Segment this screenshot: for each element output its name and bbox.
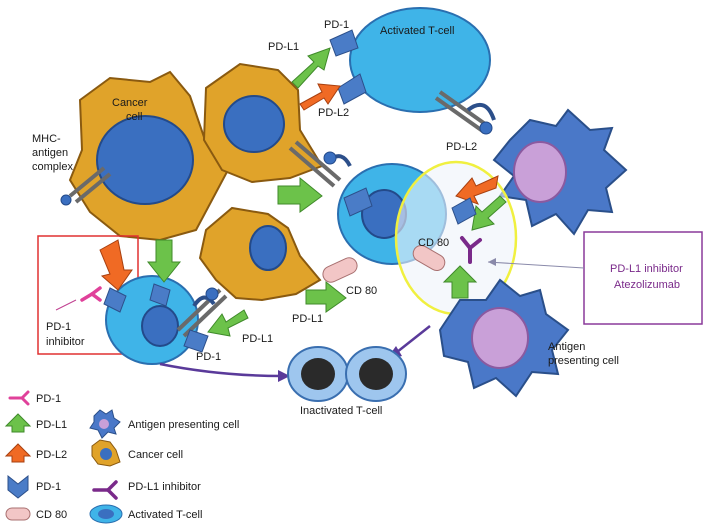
legend-right-label-2: PD-L1 inhibitor <box>128 481 201 493</box>
pd1-receptor-bottom-3 <box>183 329 209 353</box>
cancer-cell-label-1: Cancer <box>112 97 148 109</box>
pdl1-arrow-bottom <box>305 280 347 313</box>
legend-symbol-pdl2 <box>4 443 32 463</box>
pd1-receptor-bottom-1 <box>103 287 127 313</box>
pdl1-arrow-right <box>471 195 507 231</box>
legend-symbol-apc <box>89 409 121 439</box>
activated-tcell-top: Activated T-cell <box>349 7 491 113</box>
pdl1-arrow-low <box>207 309 249 337</box>
arrow-tcell-to-inactive-head <box>278 370 290 382</box>
arrow-tcell-to-inactive <box>159 362 283 378</box>
pd1-low-label: PD-1 <box>196 351 221 363</box>
apc-top-right <box>492 108 628 236</box>
legend-label-3: PD-1 <box>36 481 61 493</box>
pdl1-arrow-mid <box>277 176 323 213</box>
legend-right-label-0: Antigen presenting cell <box>128 419 239 431</box>
legend-symbol-pd1 <box>7 474 29 499</box>
cancer-cell-bottom <box>198 206 322 302</box>
pd1-receptor-bottom-2 <box>149 283 171 307</box>
pdl2-top-label: PD-L2 <box>318 107 349 119</box>
legend-right-label-3: Activated T-cell <box>128 509 202 521</box>
legend-symbol-cd80 <box>5 507 31 521</box>
cd80-right <box>412 245 446 271</box>
legend-symbol-pdl1-inhibitor <box>92 480 118 500</box>
pd1-receptor-top-1 <box>329 29 359 57</box>
pdl1-arrow-down <box>146 239 182 283</box>
legend: PD-1 PD-L1 PD-L2 PD-1 CD 80 Antigen pres… <box>4 390 239 524</box>
cd80-mid <box>322 257 358 283</box>
activated-tcell-bottom <box>105 275 199 365</box>
inactivated-tcell-label: Inactivated T-cell <box>300 405 382 417</box>
pdl1-arrow-top <box>291 47 331 89</box>
legend-label-2: PD-L2 <box>36 449 67 461</box>
pdl1-inhibitor-pointer-head <box>488 258 496 266</box>
pd1-inhibitor-label-1: PD-1 <box>46 321 71 333</box>
mhc-label-1: MHC- <box>32 133 61 145</box>
cancer-cell-left: Cancer cell <box>68 70 230 242</box>
pd1-inhibitor-label-2: inhibitor <box>46 336 85 348</box>
activated-tcell-top-label: Activated T-cell <box>380 25 454 37</box>
pdl1-arrow-up <box>442 265 478 299</box>
legend-symbol-pd1-inhibitor <box>8 390 30 406</box>
pd1-inhibitor-pointer <box>55 299 77 311</box>
legend-label-4: CD 80 <box>36 509 67 521</box>
pdl1-inhibitor-symbol <box>460 236 482 264</box>
receptor-complex-mid <box>288 140 352 188</box>
receptor-complex-right <box>434 90 496 135</box>
pdl1-inhibitor-pointer <box>487 261 585 269</box>
pd1-top-label: PD-1 <box>324 19 349 31</box>
mhc-label-3: complex <box>32 161 73 173</box>
legend-symbol-activated-tcell <box>89 504 123 524</box>
pdl2-right-label: PD-L2 <box>446 141 477 153</box>
pdl1-inhibitor-box <box>583 231 703 325</box>
receptor-complex-bottom <box>176 287 228 338</box>
legend-symbol-pdl1 <box>4 413 32 433</box>
pdl1-mid-label: PD-L1 <box>292 313 323 325</box>
legend-symbol-cancer <box>91 439 121 467</box>
legend-right-label-1: Cancer cell <box>128 449 183 461</box>
legend-label-0: PD-1 <box>36 393 61 405</box>
apc-label-1: Antigen <box>548 341 585 353</box>
mhc-label-2: antigen <box>32 147 68 159</box>
pdl1-low-label: PD-L1 <box>242 333 273 345</box>
pd1-receptor-top-2 <box>337 73 367 105</box>
pdl2-arrow-top <box>299 83 341 111</box>
apc-label-2: presenting cell <box>548 355 619 367</box>
pd1-inhibitor-symbol <box>80 286 102 302</box>
pd1-receptor-right <box>451 197 477 225</box>
mhc-antigen-complex <box>60 166 112 206</box>
cd80-right-label: CD 80 <box>418 237 449 249</box>
legend-label-1: PD-L1 <box>36 419 67 431</box>
pdl1-inhibitor-label-1: PD-L1 inhibitor <box>610 263 683 275</box>
cd80-mid-label: CD 80 <box>346 285 377 297</box>
pdl1-top-label: PD-L1 <box>268 41 299 53</box>
pdl1-inhibitor-label-2: Atezolizumab <box>614 279 680 291</box>
pd1-receptor-mid <box>343 187 373 217</box>
cancer-cell-label-2: cell <box>126 111 143 123</box>
apc-bottom-right <box>438 278 570 398</box>
inactivated-tcell <box>287 346 407 402</box>
pdl2-arrow-bottom <box>99 239 133 291</box>
